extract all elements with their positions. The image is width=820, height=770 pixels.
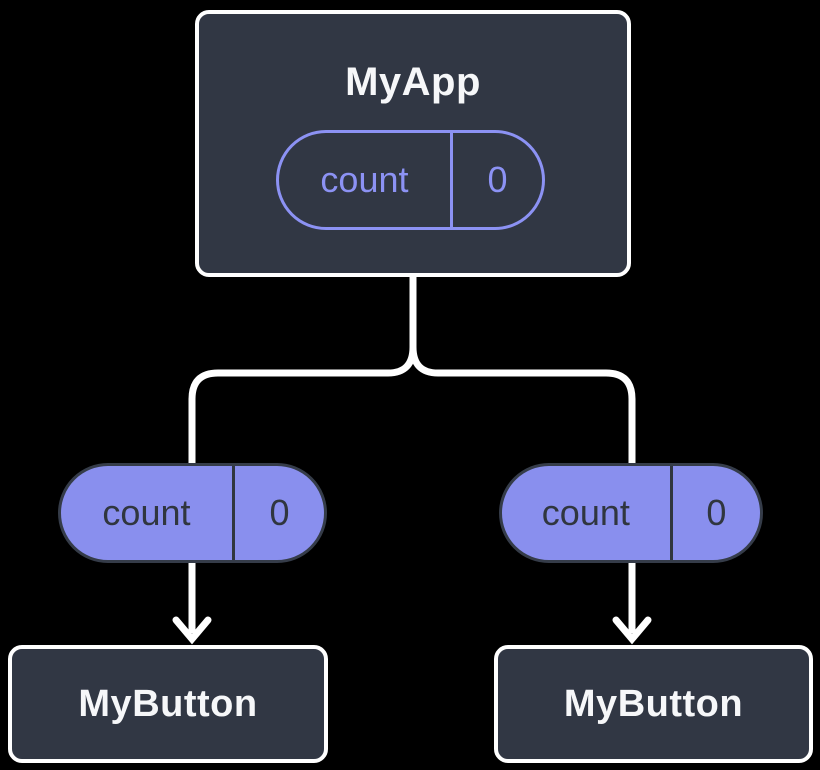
mybutton-right-title: MyButton (563, 682, 744, 725)
mybutton-left-title: MyButton (78, 682, 258, 725)
mybutton-node-right: MyButton (494, 645, 813, 763)
myapp-node: MyApp count 0 (195, 10, 631, 277)
left-prop-name: count (61, 466, 235, 560)
connector-right-branch (409, 343, 636, 472)
mybutton-node-left: MyButton (8, 645, 328, 763)
right-arrowhead-down-icon (612, 616, 652, 645)
left-prop-pill: count 0 (58, 463, 327, 563)
myapp-node-title: MyApp (345, 60, 481, 104)
left-arrowhead-down-icon (172, 616, 212, 645)
right-prop-name: count (502, 466, 673, 560)
root-state-pill: count 0 (276, 130, 545, 230)
right-prop-value: 0 (706, 492, 727, 533)
root-state-name: count (279, 133, 453, 227)
right-prop-pill: count 0 (499, 463, 763, 563)
left-prop-value: 0 (269, 492, 290, 533)
connector-left-branch (188, 272, 417, 472)
root-state-value: 0 (487, 159, 508, 200)
